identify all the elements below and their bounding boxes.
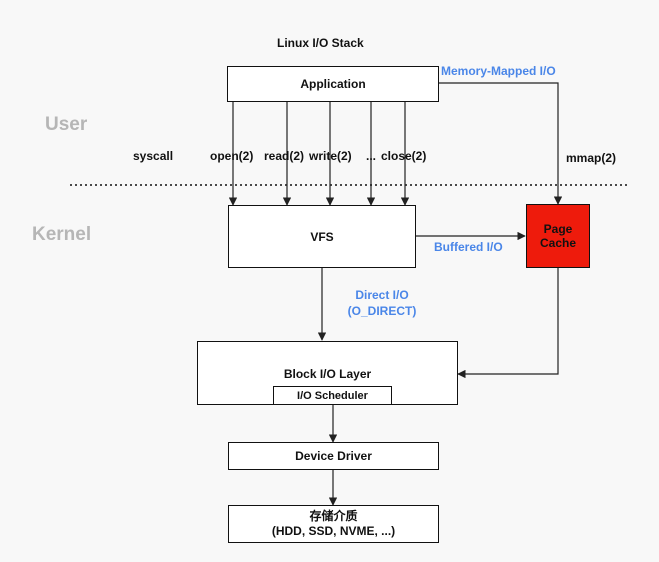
ellipsis-label: ...	[366, 149, 377, 163]
direct-io-label: Direct I/O (O_DIRECT)	[334, 288, 430, 318]
device-driver-box: Device Driver	[228, 442, 439, 470]
syscall-label: syscall	[133, 149, 174, 163]
write-label: write(2)	[309, 149, 352, 163]
storage-media-box: 存储介质 (HDD, SSD, NVME, ...)	[228, 505, 439, 543]
open-label: open(2)	[210, 149, 254, 163]
io-scheduler-label: I/O Scheduler	[297, 389, 368, 402]
direct-io-label-line2: (O_DIRECT)	[347, 304, 417, 318]
kernel-layer-label: Kernel	[32, 224, 92, 245]
storage-media-label-line1: 存储介质	[309, 509, 358, 523]
direct-io-label-line1: Direct I/O	[355, 288, 409, 302]
diagram-title: Linux I/O Stack	[277, 36, 364, 50]
page-cache-label-line2: Cache	[539, 236, 577, 250]
io-scheduler-box: I/O Scheduler	[273, 386, 392, 405]
storage-media-label-line2: (HDD, SSD, NVME, ...)	[271, 524, 396, 538]
memory-mapped-io-label: Memory-Mapped I/O	[441, 64, 556, 78]
application-box: Application	[227, 66, 439, 102]
page-cache-box: Page Cache	[526, 204, 590, 268]
vfs-box: VFS	[228, 205, 416, 268]
read-label: read(2)	[264, 149, 305, 163]
vfs-label: VFS	[310, 229, 334, 244]
page-cache-label-line1: Page	[543, 222, 573, 236]
device-driver-label: Device Driver	[295, 449, 372, 463]
mmap-label: mmap(2)	[566, 151, 617, 165]
user-layer-label: User	[45, 114, 88, 135]
arrow-memory-mapped	[438, 82, 563, 205]
close-label: close(2)	[381, 149, 427, 163]
buffered-io-label: Buffered I/O	[434, 240, 503, 254]
application-label: Application	[300, 77, 366, 91]
block-io-layer-label: Block I/O Layer	[283, 367, 372, 381]
arrow-page-cache-to-block	[457, 268, 559, 379]
